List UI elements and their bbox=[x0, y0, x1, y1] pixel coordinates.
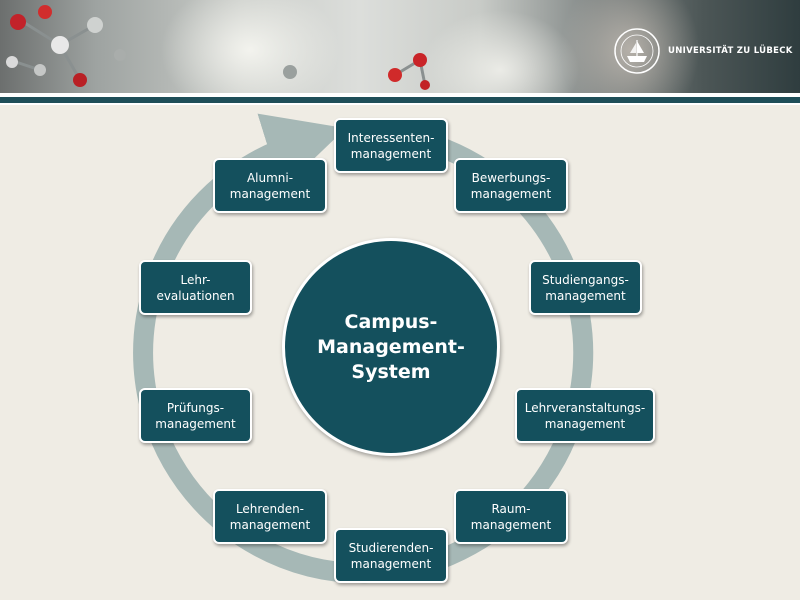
university-seal-logo bbox=[614, 28, 660, 74]
module-box-alumnimanagement: Alumni-management bbox=[213, 158, 327, 213]
module-label-line: Alumni- bbox=[246, 170, 294, 185]
header-divider bbox=[0, 97, 800, 103]
center-title-line: Campus- bbox=[344, 310, 438, 333]
module-box-raummanagement: Raum-management bbox=[454, 489, 568, 544]
header-divider bbox=[0, 93, 800, 97]
module-label-line: Bewerbungs- bbox=[471, 170, 551, 185]
module-label-line: management bbox=[229, 517, 311, 532]
banner-blur-highlight bbox=[160, 0, 340, 93]
module-label-line: Studiengangs- bbox=[542, 272, 629, 287]
module-label-line: management bbox=[155, 416, 236, 431]
module-label-line: management bbox=[545, 288, 626, 303]
module-label-line: Lehrveranstaltungs- bbox=[524, 400, 646, 415]
module-label-line: Prüfungs- bbox=[166, 400, 225, 415]
module-label-line: evaluationen bbox=[156, 288, 235, 303]
module-label-line: management bbox=[470, 517, 552, 532]
module-label-line: management bbox=[544, 416, 626, 431]
module-box-pruefungsmanagement: Prüfungs-management bbox=[139, 388, 252, 443]
center-title-line: Management- bbox=[317, 335, 465, 358]
module-label-line: Lehr- bbox=[180, 272, 211, 287]
module-label-line: management bbox=[350, 146, 432, 161]
module-label-line: Raum- bbox=[491, 501, 531, 516]
center-title-line: System bbox=[351, 360, 431, 383]
module-box-lehrevaluationen: Lehr-evaluationen bbox=[139, 260, 252, 315]
module-box-studierendenmanagement: Studierenden-management bbox=[334, 528, 448, 583]
module-label-line: management bbox=[229, 186, 311, 201]
banner-blur-highlight bbox=[560, 0, 700, 93]
center-circle: Campus- Management- System bbox=[282, 238, 500, 456]
module-box-studiengangsmanagement: Studiengangs-management bbox=[529, 260, 642, 315]
university-name: UNIVERSITÄT ZU LÜBECK bbox=[668, 46, 793, 56]
molecule-model-illustration bbox=[6, 5, 430, 90]
module-box-lehrveranstaltungsmanagement: Lehrveranstaltungs-management bbox=[515, 388, 655, 443]
module-label-line: management bbox=[470, 186, 552, 201]
banner-blur-highlight bbox=[420, 10, 580, 93]
module-label-line: Studierenden- bbox=[348, 540, 434, 555]
module-label-line: management bbox=[350, 556, 432, 571]
module-box-lehrendenmanagement: Lehrenden-management bbox=[213, 489, 327, 544]
header-divider bbox=[0, 103, 800, 105]
center-title: Campus- Management- System bbox=[316, 310, 466, 385]
module-box-bewerbungsmanagement: Bewerbungs-management bbox=[454, 158, 568, 213]
module-box-interessentenmanagement: Interessenten-management bbox=[334, 118, 448, 173]
module-label-line: Interessenten- bbox=[347, 130, 435, 145]
module-label-line: Lehrenden- bbox=[235, 501, 305, 516]
header-banner-image bbox=[0, 0, 800, 93]
